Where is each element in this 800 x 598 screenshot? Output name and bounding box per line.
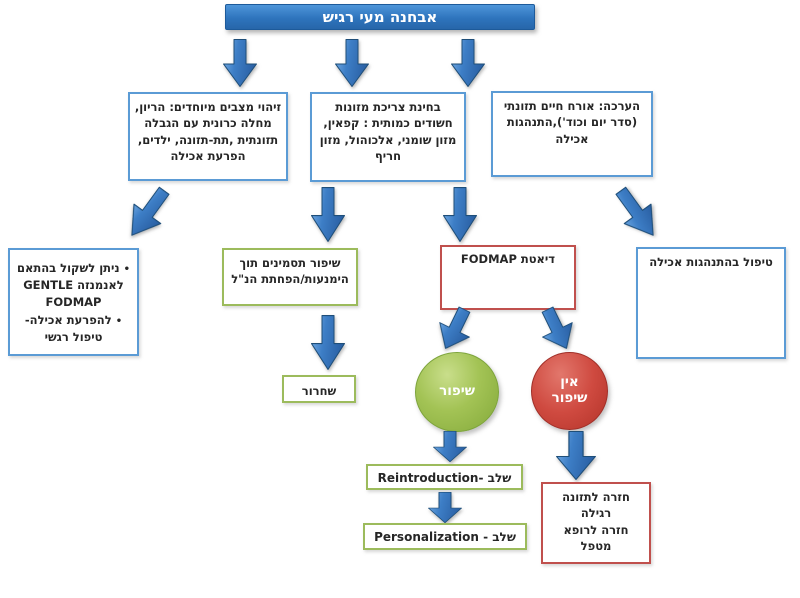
arrow-improved-to-reintroduction-icon [433, 431, 467, 462]
improvement-circle: שיפור [415, 352, 499, 432]
title-box: אבחנה מעי רגיש [225, 4, 535, 30]
release-box: שחרור [282, 375, 356, 403]
consider-item-text: להפרעת אכילה- טיפול רגשי [24, 312, 112, 345]
assessment-box: הערכה: אורח חיים תזונתי (סדר יום וכוד'),… [491, 91, 653, 177]
personalization-stage-text: שלב - Personalization [374, 530, 516, 544]
behavior-treatment-text: טיפול בהתנהגות אכילה [649, 255, 773, 269]
assessment-text: הערכה: אורח חיים תזונתי (סדר יום וכוד'),… [503, 99, 641, 146]
no-improvement-circle: אין שיפור [531, 352, 608, 430]
arrow-title-to-assess-icon [451, 39, 485, 87]
arrow-reintroduction-to-personalization-icon [428, 492, 462, 523]
consider-item-text: ניתן לשקול בהתאם לאנמנזה GENTLE FODMAP [16, 261, 124, 309]
arrow-assess-to-behavior-icon [615, 186, 654, 236]
arrow-improvement-to-release-icon [311, 315, 345, 370]
examine-foods-box: בחינת צריכת מזונות חשודים כמותית : קפאין… [310, 92, 466, 182]
personalization-stage-box: שלב - Personalization [363, 523, 527, 550]
reintroduction-stage-text: שלב -Reintroduction [377, 471, 512, 485]
release-text: שחרור [301, 384, 337, 398]
return-line: חזרה לרופא [563, 522, 629, 537]
arrow-examine-to-symptom-improvement-icon [311, 187, 345, 242]
behavior-treatment-box: טיפול בהתנהגות אכילה [636, 247, 786, 359]
consider-gentle-fodmap-box: • ניתן לשקול בהתאם לאנמנזה GENTLE FODMAP… [8, 248, 139, 356]
arrow-title-to-examine-icon [335, 39, 369, 87]
page-title: אבחנה מעי רגיש [322, 8, 438, 26]
symptom-improvement-text: שיפור תסמינים תוך הימנעות/הפחתת הנ"ל [231, 256, 349, 287]
bullet-icon: • [115, 315, 123, 327]
fodmap-diet-box: דיאטת FODMAP [440, 245, 576, 310]
identify-conditions-box: זיהוי מצבים מיוחדים: הריון, מחלה כרונית … [128, 92, 288, 181]
return-line: רגילה [580, 506, 612, 521]
arrow-fodmap-to-not-improved-icon [541, 306, 573, 349]
arrow-not-improved-to-return-icon [556, 431, 596, 480]
bullet-icon: • [123, 264, 131, 275]
symptom-improvement-box: שיפור תסמינים תוך הימנעות/הפחתת הנ"ל [222, 248, 358, 306]
arrow-title-to-identify-icon [223, 39, 257, 87]
no-improvement-text: אין שיפור [551, 374, 588, 406]
bullet-item: • ניתן לשקול בהתאם לאנמנזה GENTLE FODMAP [14, 260, 133, 310]
improvement-text: שיפור [439, 383, 475, 400]
arrow-identify-to-consider-icon [131, 186, 170, 236]
examine-foods-text: בחינת צריכת מזונות חשודים כמותית : קפאין… [319, 100, 457, 163]
identify-conditions-text: זיהוי מצבים מיוחדים: הריון, מחלה כרונית … [134, 100, 282, 163]
return-line: מטפל [580, 538, 612, 553]
return-to-doctor-box: חזרה לתזונה רגילה חזרה לרופא מטפל [541, 482, 651, 564]
return-line: חזרה לתזונה [562, 490, 630, 504]
reintroduction-stage-box: שלב -Reintroduction [366, 464, 523, 490]
arrow-to-fodmap-diet-icon [443, 187, 477, 242]
fodmap-diet-text: דיאטת FODMAP [460, 252, 556, 266]
bullet-item: • להפרעת אכילה- טיפול רגשי [14, 312, 133, 346]
arrow-fodmap-to-improved-icon [439, 306, 471, 349]
